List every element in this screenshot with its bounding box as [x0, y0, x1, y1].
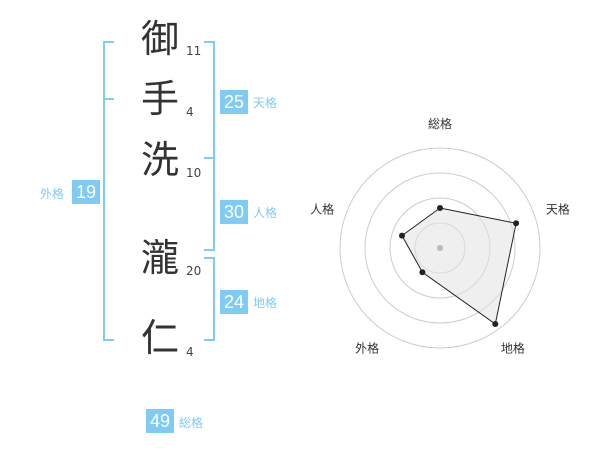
tenkaku-label: 天格: [253, 96, 278, 110]
radar-center-dot: [437, 245, 443, 251]
radar-point-2: [513, 220, 520, 227]
gaikaku-value-badge: 19: [72, 180, 100, 204]
radar-point-1: [437, 205, 443, 211]
radar-point-5: [399, 232, 405, 239]
chikaku-bracket: [204, 257, 215, 341]
jinkaku-bracket: [204, 157, 215, 251]
radar-ring-4: [339, 147, 541, 349]
radar-axis-label-1: 総格: [428, 116, 452, 131]
stroke-count-4: 20: [186, 264, 202, 278]
radar-axis-label-4: 外格: [355, 340, 379, 355]
radar-ring-3: [364, 172, 516, 324]
stroke-count-1: 11: [186, 44, 202, 58]
gaikaku-bracket: [103, 41, 114, 341]
name-char-2: 手: [140, 77, 179, 121]
soukaku-value-badge: 49: [146, 409, 174, 433]
radar-axis-label-5: 人格: [310, 202, 334, 217]
tenkaku-value-badge: 25: [220, 90, 248, 114]
radar-axis-label-3: 地格: [501, 340, 525, 355]
soukaku-label: 総格: [179, 416, 204, 430]
name-char-3: 洗: [140, 138, 179, 182]
radar-point-4: [419, 269, 426, 276]
gaikaku-label: 外格: [40, 187, 65, 201]
stroke-count-2: 4: [186, 105, 194, 119]
chikaku-value-badge: 24: [220, 290, 248, 314]
name-char-4: 瀧: [140, 236, 179, 280]
jinkaku-value-badge: 30: [220, 200, 248, 224]
name-char-5: 仁: [140, 316, 179, 360]
chikaku-label: 地格: [253, 296, 278, 310]
stroke-count-3: 10: [186, 166, 202, 180]
radar-axis-label-2: 天格: [546, 202, 570, 217]
name-char-1: 御: [140, 17, 179, 61]
stroke-count-5: 4: [186, 345, 194, 359]
jinkaku-label: 人格: [253, 206, 278, 220]
radar-data-polygon: [401, 207, 517, 325]
radar-point-3: [492, 321, 499, 327]
